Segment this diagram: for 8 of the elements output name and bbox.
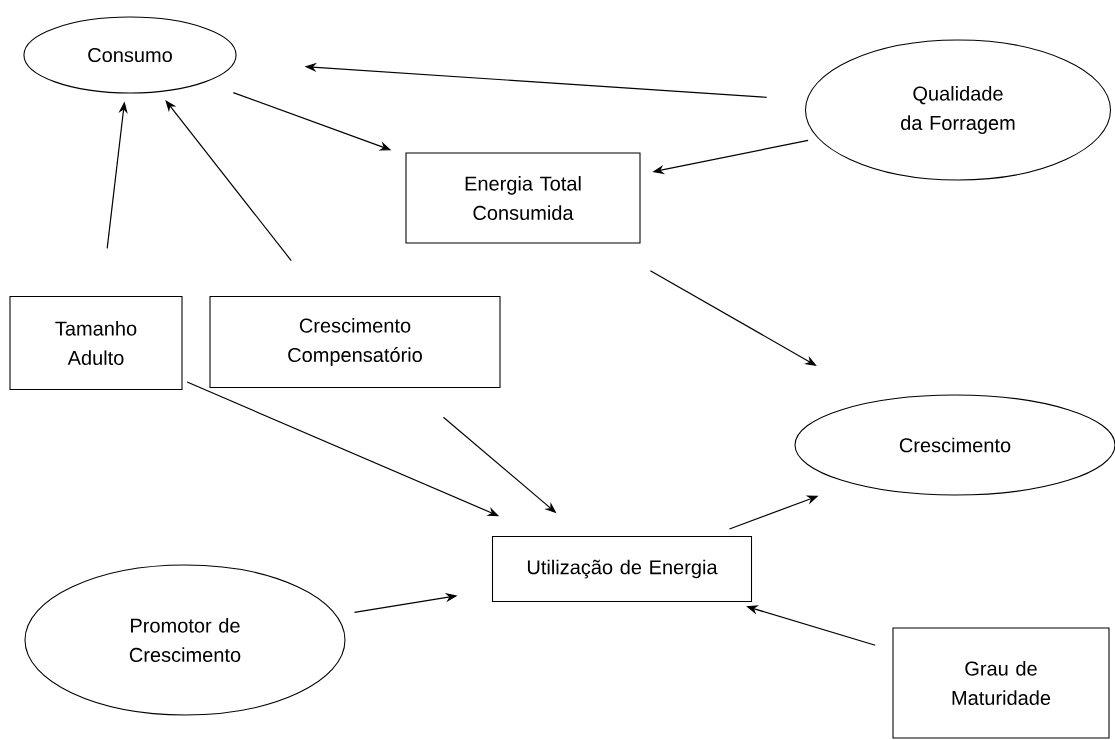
- process-box: Utilização de Energia: [491, 535, 753, 603]
- ellipse-node: Consumo: [23, 16, 237, 94]
- process-box: Crescimento Compensatório: [209, 295, 501, 389]
- process-box: Energia Total Consumida: [405, 152, 641, 244]
- process-box: Grau de Maturidade: [892, 627, 1110, 739]
- ellipse-node: Promotor de Crescimento: [24, 564, 346, 716]
- process-box: Tamanho Adulto: [9, 295, 183, 391]
- ellipse-node: Qualidade da Forragem: [804, 39, 1112, 181]
